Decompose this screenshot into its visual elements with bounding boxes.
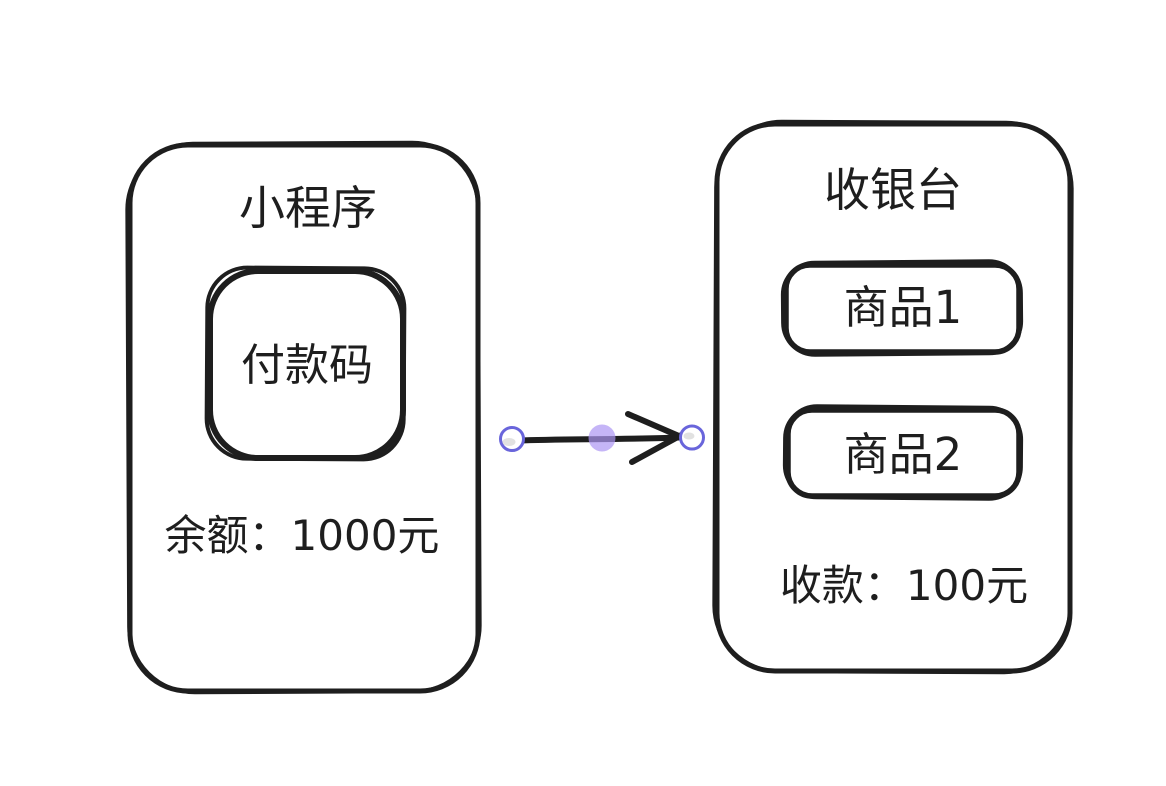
arrow-start-endpoint-artifact bbox=[502, 438, 516, 446]
cashier-title[interactable]: 收银台 bbox=[824, 163, 962, 217]
payment-code-box-outline-sketch bbox=[204, 265, 407, 462]
product-1-label[interactable]: 商品1 bbox=[844, 281, 963, 334]
arrow-selection-handles bbox=[499, 424, 705, 452]
arrow-midpoint-handle[interactable] bbox=[588, 424, 616, 452]
payment-code-box[interactable] bbox=[204, 265, 407, 462]
product-1-box[interactable] bbox=[780, 259, 1024, 357]
cashier-container-outline-sketch bbox=[712, 119, 1074, 675]
mini-program-title[interactable]: 小程序 bbox=[239, 181, 377, 235]
arrow-head-lower-barb bbox=[629, 429, 689, 465]
product-1-box-outline-sketch bbox=[780, 259, 1024, 357]
product-2-box[interactable] bbox=[782, 404, 1024, 501]
arrow-end-endpoint-artifact bbox=[683, 432, 695, 440]
product-2-box-outline-sketch bbox=[782, 404, 1024, 501]
mini-program-container[interactable] bbox=[125, 140, 482, 695]
payment-code-label[interactable]: 付款码 bbox=[241, 340, 373, 391]
balance-text[interactable]: 余额：1000元 bbox=[165, 511, 440, 560]
mini-program-container-outline-sketch bbox=[125, 140, 482, 695]
collect-text[interactable]: 收款：100元 bbox=[780, 561, 1028, 610]
product-2-label[interactable]: 商品2 bbox=[844, 428, 963, 481]
cashier-container[interactable] bbox=[712, 119, 1074, 675]
